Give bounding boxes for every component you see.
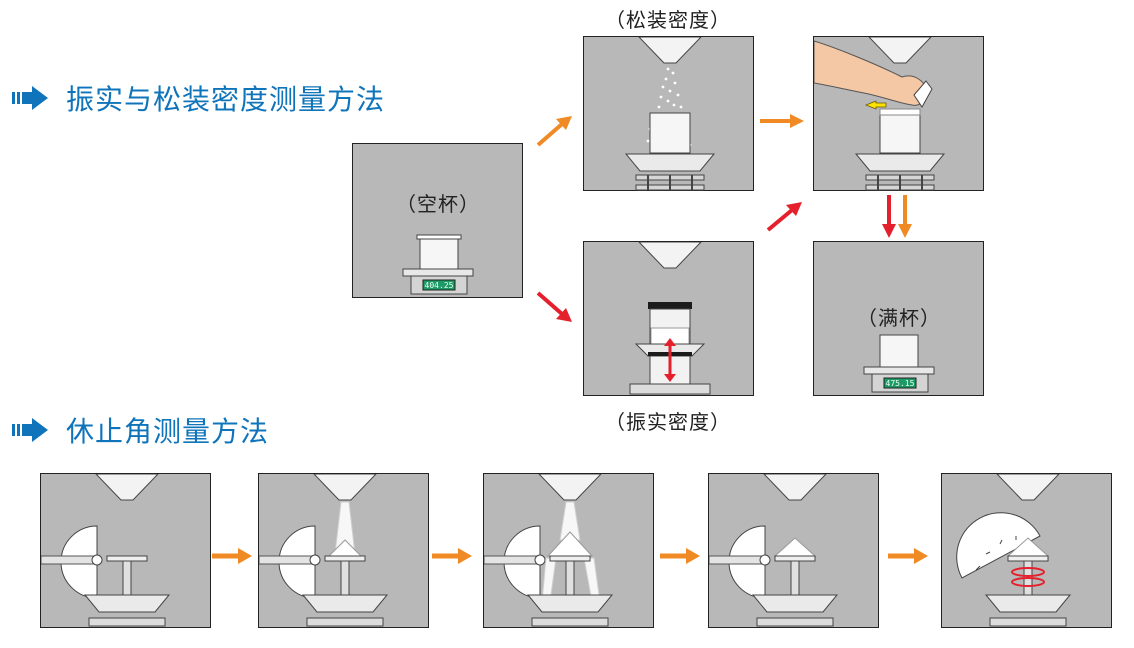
tap-cylinder-cap [648,302,692,309]
scale-display-reading: 404.25 [425,281,454,290]
arrow-loose-to-leveling [760,114,804,128]
collection-dish [624,153,716,172]
section-heading-angle: 休止角测量方法 [12,410,269,450]
protractor-gauge [956,512,1041,579]
caption-full-cup: （满杯） [857,306,941,330]
scale-display [883,377,917,389]
caption-tap-density: （振实密度） [605,410,731,434]
repose-arrow-3 [660,548,700,564]
powder-heap [879,108,921,116]
repose-step-2 [258,473,429,628]
arrow-bullet-icon [12,418,48,442]
caption-loose-density: （松装密度） [605,8,731,32]
scale-display [422,279,456,291]
section-heading-density: 振实与松装密度测量方法 [12,78,385,118]
repose-arrow-4 [888,548,928,564]
measuring-cup [649,112,691,154]
repose-arrow-1 [212,548,252,564]
arrow-empty-to-tap [536,291,572,322]
arrow-leveling-to-full [882,195,912,238]
panel-leveling [813,36,984,191]
repose-step-4 [708,473,879,628]
panel-loose-density [583,36,754,191]
caption-empty-cup: （空杯） [396,192,480,216]
funnel [638,37,702,64]
scale-display-reading: 475.15 [886,379,915,388]
section-title-density: 振实与松装密度测量方法 [66,83,386,116]
repose-step-3 [483,473,654,628]
test-plate [106,555,148,562]
leveling-blade [913,80,933,108]
powder-stream [646,67,692,147]
powder-heap [773,537,817,557]
panel-full-cup: （满杯） 475.15 [813,241,984,396]
measuring-cup [416,234,462,270]
measuring-cup [879,112,921,154]
leveling-direction-arrow [864,100,887,110]
funnel [638,242,702,269]
repose-arrow-2 [432,548,472,564]
section-title-angle: 休止角测量方法 [66,415,270,448]
arrow-empty-to-loose [536,116,572,147]
powder-heap [327,539,363,557]
arrow-bullet-icon [12,86,48,110]
collection-dish [854,153,946,172]
stand-base [629,383,711,395]
repose-step-1 [40,473,211,628]
repose-step-5 [941,473,1112,628]
panel-empty-cup: （空杯） 404.25 [352,143,523,298]
funnel [868,37,932,64]
panel-tap-density [583,241,754,396]
rotation-indicator [1011,567,1045,587]
measuring-cup [879,334,919,368]
arrow-tap-to-leveling [766,202,802,232]
